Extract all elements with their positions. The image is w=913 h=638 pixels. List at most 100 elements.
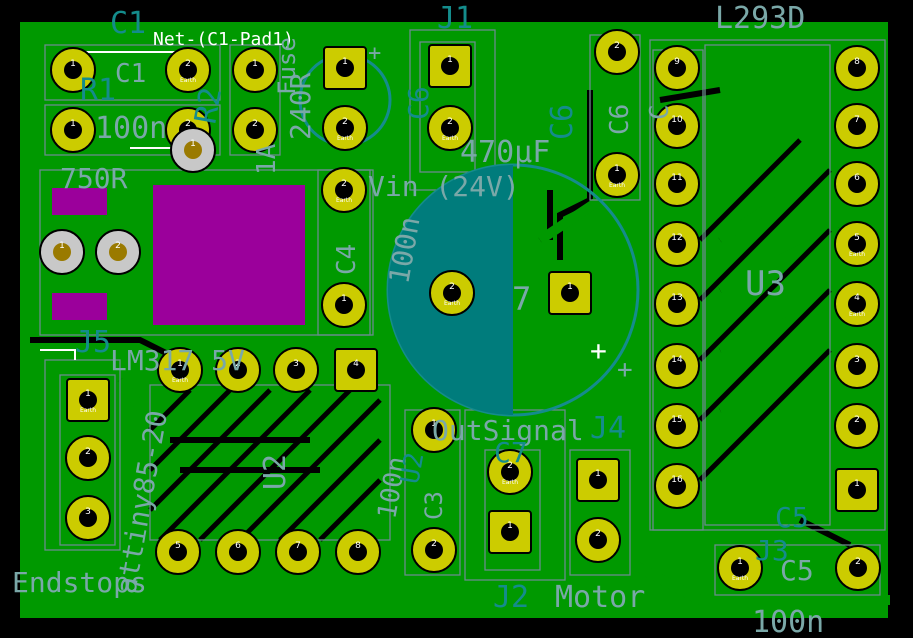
pad: 4	[334, 348, 378, 392]
pad: 1	[835, 468, 879, 512]
pad-number: 7	[854, 115, 860, 125]
pad-net-label: Earth	[732, 575, 748, 582]
pad-number: 15	[671, 415, 682, 425]
pad-number: 2	[854, 415, 860, 425]
c2-plus: +	[368, 41, 381, 66]
pad-number: 8	[355, 541, 361, 551]
pad-number: 7	[295, 541, 301, 551]
pad-number: 2	[431, 539, 437, 549]
pad-number: 16	[671, 475, 683, 485]
pad: 2	[232, 107, 278, 153]
pad-net-label: Earth	[442, 135, 458, 142]
pad-number: 1	[854, 479, 860, 489]
pad: 13	[654, 281, 700, 327]
pad: 14	[654, 343, 700, 389]
pad-number: 1	[431, 419, 437, 429]
pad: 16	[654, 463, 700, 509]
c1-value: C1	[115, 59, 146, 89]
pad-number: 9	[674, 57, 680, 67]
pad-number: 3	[854, 355, 860, 365]
u2-ref: U2	[258, 454, 293, 490]
pad-net-label: Earth	[849, 311, 865, 318]
pad-net-label: Earth	[180, 77, 196, 84]
pad: 2	[215, 347, 261, 393]
c7-ref: 7	[512, 280, 531, 318]
pad-number: 2	[252, 119, 258, 129]
fuse-ref: Fuse	[273, 37, 301, 95]
pad-number: 1	[595, 469, 601, 479]
pad-number: 1	[59, 241, 65, 251]
pad: 1	[488, 510, 532, 554]
pad: 1	[411, 407, 457, 453]
pad-number: 13	[671, 293, 682, 303]
pad-number: 2	[449, 282, 455, 292]
out-signal-label: OutSignal	[432, 414, 584, 447]
pad: 2	[411, 527, 457, 573]
pad-number: 8	[854, 57, 860, 67]
pad-number: 2	[855, 557, 861, 567]
pad-number: 4	[854, 293, 860, 303]
pad-number: 2	[614, 41, 620, 51]
pad-number: 2	[115, 241, 121, 251]
c1-ref: C1	[110, 6, 146, 41]
pad-net-label: Earth	[849, 251, 865, 258]
pad: 5	[155, 529, 201, 575]
pad: 1	[321, 282, 367, 328]
pad-number: 4	[353, 359, 359, 369]
c3-ref-u2: U2	[395, 450, 430, 486]
c6-value: 470µF	[460, 135, 550, 170]
pad: 3	[273, 347, 319, 393]
r1-ref: R1	[80, 73, 116, 108]
pad: 7	[275, 529, 321, 575]
pad-net-label: Earth	[444, 300, 460, 307]
pad: 8	[834, 45, 880, 91]
pad-number: 10	[671, 115, 683, 125]
pad-number: 1	[70, 119, 76, 129]
pad: 1	[232, 47, 278, 93]
pad-number: 1	[252, 59, 258, 69]
c5-ref: C5	[775, 501, 809, 534]
pad-number: 2	[447, 117, 453, 127]
pad-number: 1	[447, 55, 453, 65]
pad-number: 1	[737, 557, 743, 567]
regulator-tab-pad	[153, 185, 305, 325]
pad: 9	[654, 45, 700, 91]
pad-number: 2	[595, 529, 601, 539]
pad-number: 2	[342, 117, 348, 127]
c7-plus: +	[590, 334, 607, 367]
pad: 2	[575, 517, 621, 563]
pad-number: 1	[177, 359, 183, 369]
pad: 15	[654, 403, 700, 449]
j3-ref: J3	[755, 534, 789, 567]
pad: 7	[834, 103, 880, 149]
c4-ref: C4	[332, 244, 362, 275]
pad-net-label: Earth	[336, 197, 352, 204]
pad: 1	[50, 107, 96, 153]
pad: 1	[39, 229, 85, 275]
pad: 3	[834, 343, 880, 389]
u3-ref: U3	[745, 264, 786, 304]
pad-number: 1	[85, 389, 91, 399]
c5-value: 100n	[752, 605, 824, 638]
pad-number: 1	[567, 282, 573, 292]
pad-number: 2	[341, 179, 347, 189]
pad-net-label: Earth	[502, 479, 518, 486]
pad-number: 1	[342, 57, 348, 67]
pad: 8	[335, 529, 381, 575]
pad: 10	[654, 103, 700, 149]
pad: 1	[170, 127, 216, 173]
pad: 1	[50, 47, 96, 93]
pad: 1	[323, 46, 367, 90]
pad-number: 5	[175, 541, 181, 551]
pad-number: 2	[507, 461, 513, 471]
pad-number: 3	[293, 359, 299, 369]
pad-number: 2	[235, 359, 241, 369]
